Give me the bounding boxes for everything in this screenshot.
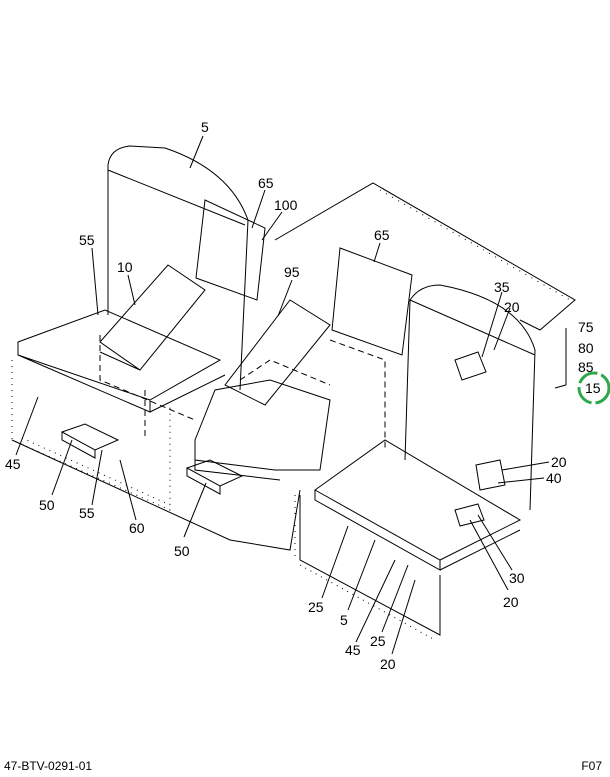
callout-20-a: 20 <box>504 299 520 315</box>
callout-20-d: 20 <box>380 656 396 672</box>
middle-console <box>194 379 331 481</box>
callout-5-bottom: 5 <box>340 612 348 628</box>
rear-wall-panel <box>274 182 576 331</box>
bracket-40 <box>475 459 506 491</box>
callout-65-mid: 65 <box>374 227 390 243</box>
highlight-circle <box>577 371 610 405</box>
callout-30: 30 <box>509 570 525 586</box>
callout-45-left: 45 <box>5 456 21 472</box>
callout-85: 85 <box>578 359 594 375</box>
callout-5-top: 5 <box>201 119 209 135</box>
callout-45-bottom: 45 <box>345 642 361 658</box>
callout-95: 95 <box>284 264 300 280</box>
callout-20-b: 20 <box>551 454 567 470</box>
callout-25-a: 25 <box>308 599 324 615</box>
callout-20-c: 20 <box>503 594 519 610</box>
middle-wedge-95 <box>224 299 331 406</box>
right-base-dots <box>294 495 436 641</box>
callout-10: 10 <box>117 259 133 275</box>
left-seat-back <box>107 145 249 391</box>
callout-labels: 5 65 100 55 10 95 65 35 20 75 80 85 15 2… <box>5 119 601 672</box>
left-seat-cushion <box>17 309 226 413</box>
drawing-number: 47-BTV-0291-01 <box>4 759 93 773</box>
figure-code: F07 <box>581 759 602 773</box>
leader-lines <box>15 135 567 655</box>
left-pad-65 <box>195 199 266 301</box>
callout-50-mid: 50 <box>174 543 190 559</box>
callout-15: 15 <box>585 380 601 396</box>
hidden-lines <box>99 335 386 450</box>
right-base <box>299 495 441 636</box>
right-seat-back <box>404 284 536 511</box>
callout-50-left: 50 <box>39 497 55 513</box>
right-pad-65 <box>331 247 413 356</box>
bracket-35 <box>454 351 487 381</box>
rear-wall-dots <box>379 189 571 301</box>
callout-55-left: 55 <box>79 232 95 248</box>
callout-60: 60 <box>129 520 145 536</box>
callout-25-b: 25 <box>370 633 386 649</box>
left-footrest <box>60 423 120 459</box>
callout-40: 40 <box>546 470 562 486</box>
right-seat-cushion <box>314 439 522 571</box>
left-base-front <box>11 360 171 511</box>
left-base-edge <box>11 439 301 551</box>
mid-footrest <box>185 459 244 495</box>
callout-80: 80 <box>578 340 594 356</box>
left-wedge <box>99 264 206 371</box>
bracket-30 <box>454 503 485 527</box>
callout-100: 100 <box>274 197 298 213</box>
callout-35: 35 <box>494 279 510 295</box>
callout-75: 75 <box>578 319 594 335</box>
callout-55-bottom: 55 <box>79 505 95 521</box>
callout-65-left: 65 <box>258 175 274 191</box>
